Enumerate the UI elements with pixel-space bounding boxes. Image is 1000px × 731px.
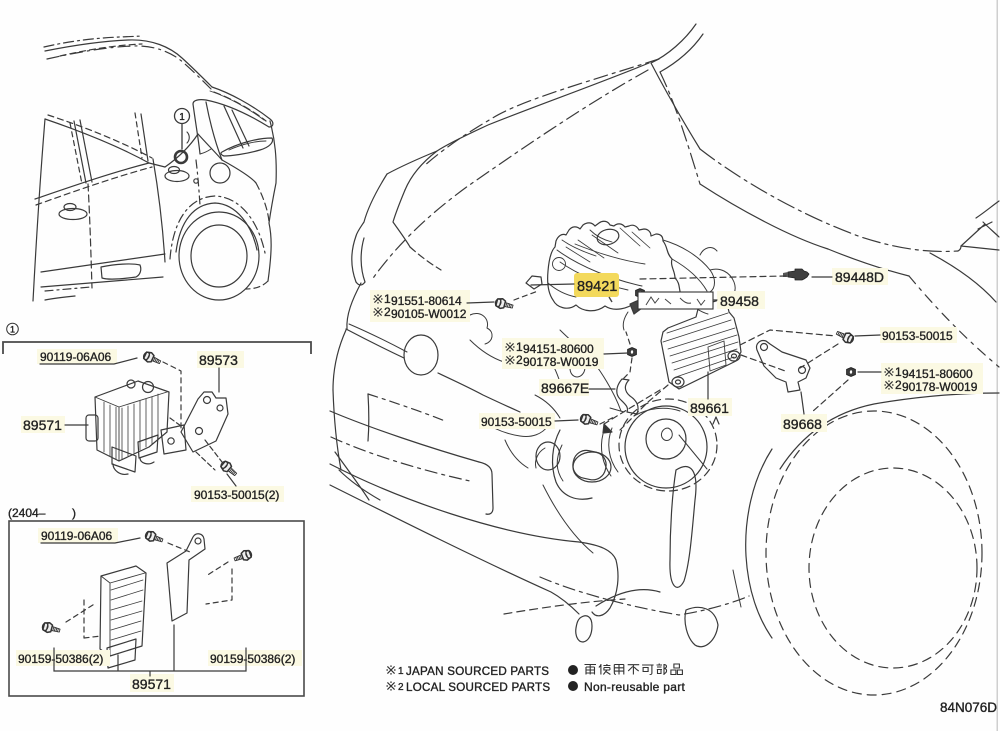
svg-text:1: 1 bbox=[398, 666, 404, 677]
svg-text:90159-50386(2): 90159-50386(2) bbox=[18, 652, 103, 666]
svg-text:1: 1 bbox=[179, 112, 185, 123]
svg-text:1: 1 bbox=[516, 340, 523, 354]
svg-text:89571: 89571 bbox=[132, 676, 171, 692]
svg-text:94151-80600: 94151-80600 bbox=[523, 342, 594, 356]
svg-text:2: 2 bbox=[516, 353, 523, 367]
svg-text:89448D: 89448D bbox=[835, 269, 884, 285]
svg-text:2: 2 bbox=[384, 305, 391, 319]
svg-text:2: 2 bbox=[895, 378, 902, 392]
svg-text:90119-06A06: 90119-06A06 bbox=[41, 529, 113, 543]
svg-text:1: 1 bbox=[895, 365, 902, 379]
svg-text:89421: 89421 bbox=[577, 279, 617, 295]
svg-text:89458: 89458 bbox=[720, 293, 759, 309]
svg-text:(2404– ): (2404– ) bbox=[8, 506, 76, 520]
svg-text:90153-50015(2): 90153-50015(2) bbox=[194, 488, 279, 502]
svg-text:94151-80600: 94151-80600 bbox=[902, 367, 973, 381]
svg-text:89573: 89573 bbox=[199, 352, 238, 368]
svg-text:89661: 89661 bbox=[690, 400, 729, 416]
svg-text:90178-W0019: 90178-W0019 bbox=[523, 355, 599, 369]
svg-text:Non-reusable part: Non-reusable part bbox=[584, 680, 686, 694]
svg-text:2: 2 bbox=[398, 682, 404, 693]
svg-text:90178-W0019: 90178-W0019 bbox=[902, 380, 978, 394]
svg-text:1: 1 bbox=[384, 292, 391, 306]
svg-text:90153-50015: 90153-50015 bbox=[882, 329, 953, 343]
svg-text:90119-06A06: 90119-06A06 bbox=[40, 350, 112, 364]
svg-text:90153-50015: 90153-50015 bbox=[481, 415, 552, 429]
svg-text:89571: 89571 bbox=[23, 417, 62, 433]
svg-text:90105-W0012: 90105-W0012 bbox=[391, 307, 467, 321]
svg-text:LOCAL SOURCED PARTS: LOCAL SOURCED PARTS bbox=[406, 681, 550, 694]
svg-text:1: 1 bbox=[10, 325, 15, 335]
svg-text:89667E: 89667E bbox=[541, 380, 589, 396]
svg-text:84N076D: 84N076D bbox=[940, 700, 997, 715]
svg-text:91551-80614: 91551-80614 bbox=[391, 294, 462, 308]
svg-text:90159-50386(2): 90159-50386(2) bbox=[210, 652, 295, 666]
svg-text:JAPAN SOURCED PARTS: JAPAN SOURCED PARTS bbox=[406, 665, 549, 678]
svg-text:89668: 89668 bbox=[783, 416, 822, 432]
